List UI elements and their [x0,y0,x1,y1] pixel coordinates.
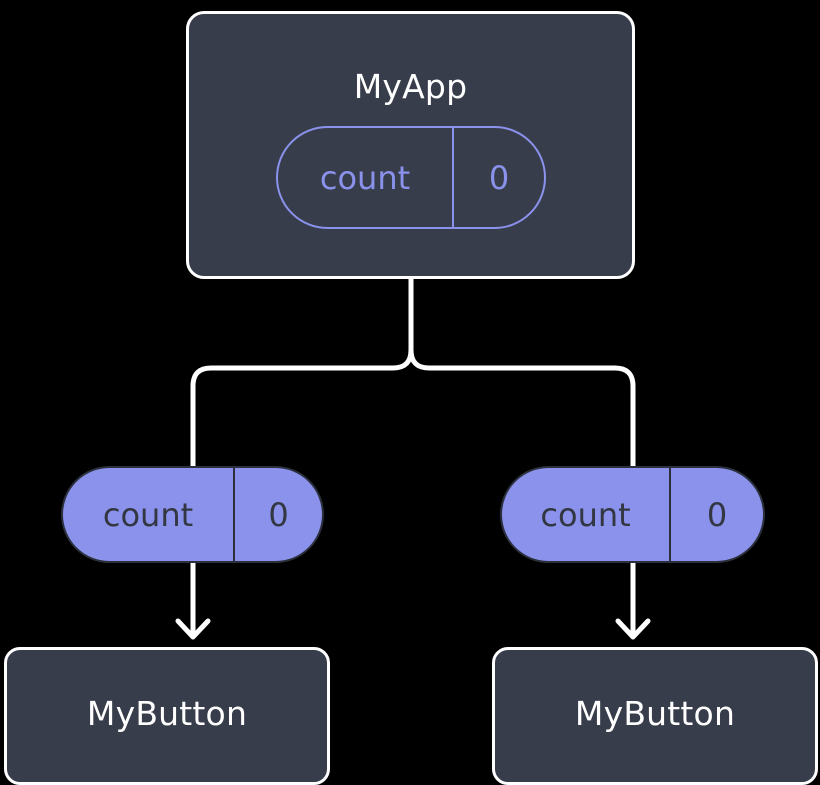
state-pill-left[interactable]: count 0 [61,466,324,563]
component-label-mybutton-left: MyButton [86,693,248,733]
connector-root-split [190,276,414,469]
component-card-mybutton-left[interactable]: MyButton [4,647,330,785]
state-pill-right[interactable]: count 0 [500,466,765,563]
state-pill-value: 0 [452,128,544,227]
state-pill-key: count [540,495,631,534]
state-pill-key: count [319,158,411,197]
state-pill-value: 0 [669,468,763,561]
component-label-mybutton-right: MyButton [574,693,736,733]
state-pill-value: 0 [233,468,322,561]
component-card-mybutton-right[interactable]: MyButton [492,647,818,785]
state-pill-myapp[interactable]: count 0 [276,126,546,229]
arrow-head-right-icon [615,618,651,640]
state-pill-key: count [102,495,194,534]
component-card-myapp[interactable]: MyApp [186,11,635,279]
arrow-head-left-icon [175,618,211,640]
connector-root-split-right [408,276,636,469]
component-label-myapp: MyApp [353,67,468,106]
